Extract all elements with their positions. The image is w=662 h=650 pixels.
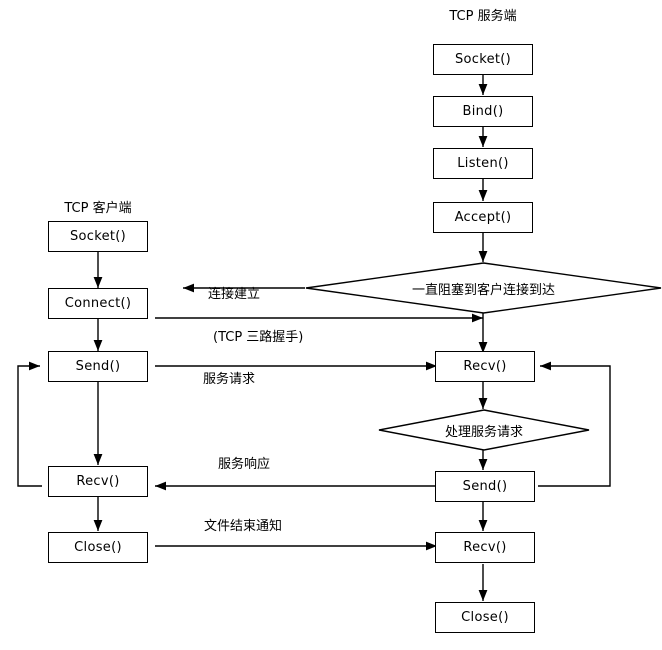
node-server-listen[interactable]: Listen(): [433, 148, 533, 179]
edge-label-service-response: 服务响应: [218, 457, 271, 472]
node-server-recv-1[interactable]: Recv(): [435, 351, 535, 382]
node-server-close[interactable]: Close(): [435, 602, 535, 633]
decision-block-label: 一直阻塞到客户连接到达: [411, 282, 555, 298]
edge-label-three-way-handshake: (TCP 三路握手): [213, 330, 304, 345]
node-client-recv[interactable]: Recv(): [48, 466, 148, 497]
node-server-accept[interactable]: Accept(): [433, 202, 533, 233]
node-client-connect[interactable]: Connect(): [48, 288, 148, 319]
node-server-recv-2[interactable]: Recv(): [435, 532, 535, 563]
node-client-close[interactable]: Close(): [48, 532, 148, 563]
node-server-send[interactable]: Send(): [435, 471, 535, 502]
node-client-send[interactable]: Send(): [48, 351, 148, 382]
edge-label-service-request: 服务请求: [203, 372, 256, 387]
server-title: TCP 服务端: [449, 9, 517, 24]
node-server-socket[interactable]: Socket(): [433, 44, 533, 75]
node-server-bind[interactable]: Bind(): [433, 96, 533, 127]
node-client-socket[interactable]: Socket(): [48, 221, 148, 252]
decision-handle-label: 处理服务请求: [444, 424, 523, 440]
decision-handle-request[interactable]: 处理服务请求: [378, 409, 590, 451]
edge-label-connection-established: 连接建立: [208, 287, 261, 302]
client-title: TCP 客户端: [64, 201, 132, 216]
edge-label-eof-notify: 文件结束通知: [204, 519, 283, 534]
decision-block-until-client[interactable]: 一直阻塞到客户连接到达: [305, 262, 662, 314]
